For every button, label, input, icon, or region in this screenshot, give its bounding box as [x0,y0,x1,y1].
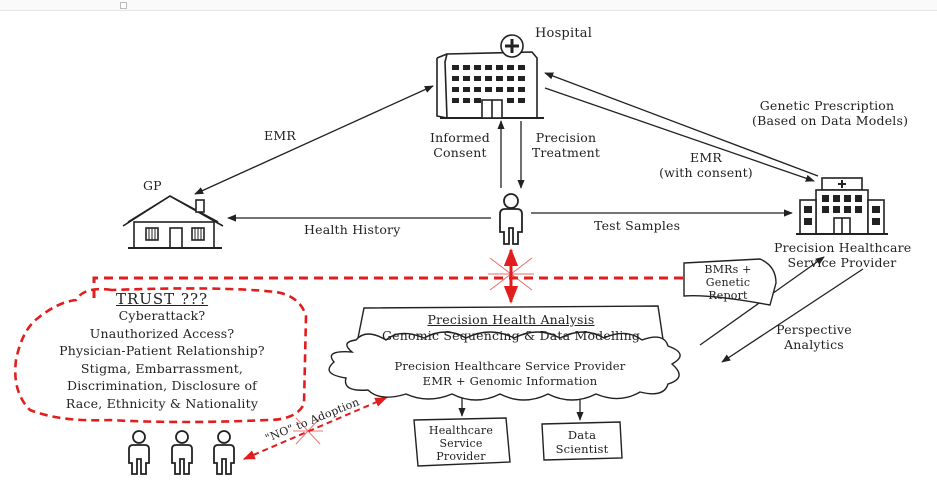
emr-label: EMR [264,128,296,143]
gp-house-icon [122,195,224,249]
emr-with-consent-line2: (with consent) [659,165,753,180]
health-history-label: Health History [304,222,401,237]
informed-consent-line1: Informed [430,130,490,145]
healthcare-provider-line2: Service [439,437,483,450]
trust-dashed-link [92,276,760,298]
emr-with-consent-arrow [544,87,815,182]
emr-arrow [194,85,434,195]
data-scientist-line1: Data [567,428,597,442]
trust-line: Physician-Patient Relationship? [59,343,265,358]
report-flag-shape [683,258,777,306]
healthcare-provider-label: Healthcare Service Provider [414,424,508,463]
gp-label: GP [143,178,162,193]
analysis-subtitle: Genomic Sequencing & Data Modelling [381,328,641,343]
trust-lines: Cyberattack? Unauthorized Access? Physic… [20,307,304,412]
trust-line: Cyberattack? [118,308,206,323]
broken-trust-star [488,257,534,291]
perspective-analytics-down-arrow [721,268,864,363]
genetic-prescription-line2: (Based on Data Models) [752,113,909,128]
precision-treatment-label: Precision Treatment [523,130,609,160]
patient-icon [499,193,523,245]
report-flag-label: BMRs + Genetic Report [686,263,770,302]
perspective-analytics-line1: Perspective [776,322,852,337]
report-flag-line1: BMRs + [704,263,752,276]
perspective-analytics-label: Perspective Analytics [764,322,864,352]
trust-title: TRUST ??? [115,290,209,308]
people-group-icon [128,430,235,475]
data-scientist-label: Data Scientist [542,428,622,456]
precision-treatment-line2: Treatment [531,145,601,160]
trust-line: Unauthorized Access? [89,325,235,341]
analysis-cloud-text: Precision Healthcare Service Provider EM… [360,359,660,389]
hospital-label: Hospital [535,26,593,41]
window-top-bar [0,0,937,11]
genetic-prescription-arrow [544,72,819,177]
analysis-title: Precision Health Analysis [427,312,595,327]
trust-line: Discrimination, Disclosure of [66,378,258,393]
analysis-block [328,305,681,467]
top-bar-marker [120,2,127,9]
analysis-cloud-line1: Precision Healthcare Service Provider [394,359,626,373]
trust-line: Race, Ethnicity & Nationality [65,395,259,411]
healthcare-provider-box [413,417,511,467]
healthcare-provider-line1: Healthcare [428,424,494,437]
provider-building-icon [796,177,888,235]
emr-with-consent-line1: EMR [690,150,722,165]
analysis-cloud [328,331,681,401]
red-trust-links [14,248,777,460]
precision-treatment-line1: Precision [535,130,597,145]
provider-label: Precision Healthcare Service Provider [774,240,912,270]
trust-bubble [14,287,308,424]
test-samples-label: Test Samples [594,218,681,233]
report-flag-line2: Genetic [705,276,751,289]
emr-with-consent-label: EMR (with consent) [646,150,766,180]
data-scientist-box [541,421,623,461]
healthcare-provider-line3: Provider [436,450,486,463]
informed-consent-label: Informed Consent [420,130,500,160]
genetic-prescription-label: Genetic Prescription (Based on Data Mode… [752,98,909,128]
trust-panel: TRUST ??? Cyberattack? Unauthorized Acce… [20,292,304,412]
data-scientist-line2: Scientist [555,442,609,456]
analysis-header: Precision Health Analysis Genomic Sequen… [366,312,656,344]
provider-label-line2: Service Provider [787,255,897,270]
report-flag-line3: Report [708,289,748,302]
trust-line: Stigma, Embarrassment, [80,360,244,376]
no-adoption-arrow [242,397,388,460]
no-adoption-star [293,417,323,445]
genetic-prescription-line1: Genetic Prescription [759,98,895,113]
perspective-analytics-line2: Analytics [784,337,844,352]
provider-label-line1: Precision Healthcare [774,240,912,255]
informed-consent-line2: Consent [433,145,487,160]
hospital-icon [436,34,544,119]
analysis-cloud-line2: EMR + Genomic Information [422,374,598,388]
